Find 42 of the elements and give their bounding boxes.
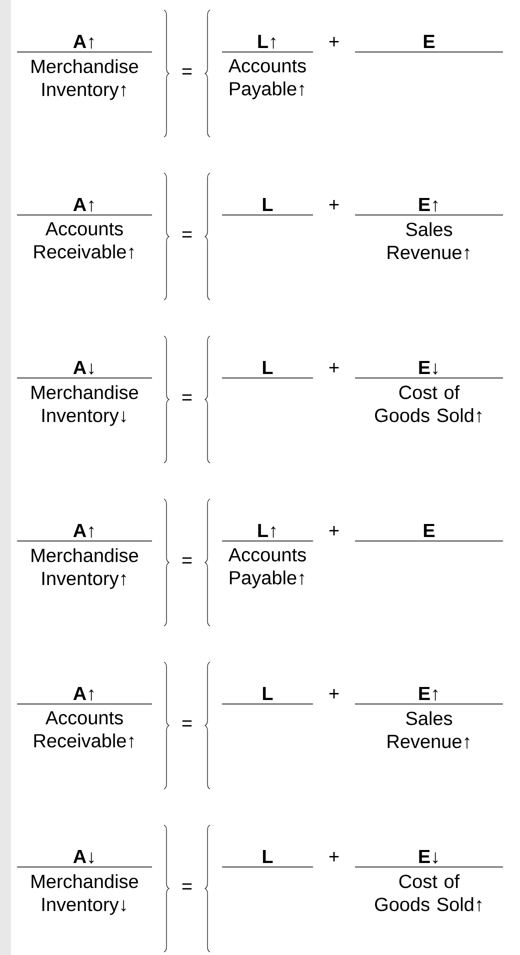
account-name: Sales Revenue↑ [388,222,470,260]
account-heading: A↑ [73,686,94,701]
account-name: Accounts Payable↑ [228,59,306,100]
plus-sign: + [329,363,339,372]
account-heading: L [262,198,273,211]
equals-sign: = [182,720,192,726]
plus-sign: + [329,37,339,46]
account-heading: E↑ [419,198,438,212]
account-heading: E [424,34,435,48]
account-heading: A↑ [73,198,94,212]
account-name: Cost of Goods Sold↑ [375,874,482,912]
account-heading: L [262,686,273,700]
equals-sign: = [182,557,192,564]
account-name: Merchandise Inventory↓ [32,385,138,426]
account-heading: E [424,524,435,537]
account-heading: A↑ [73,524,94,538]
account-name: Cost of Goods Sold↑ [375,385,482,423]
account-heading: L [262,360,273,374]
account-heading: E↑ [419,686,438,701]
equals-sign: = [182,394,192,400]
plus-sign: + [329,689,339,698]
account-name: Merchandise Inventory↑ [32,548,138,589]
plus-sign: + [329,200,339,210]
plus-sign: + [329,852,339,862]
account-heading: A↓ [73,850,94,864]
equals-sign: = [182,231,192,238]
account-heading: A↑ [73,34,94,49]
account-heading: A↓ [73,360,94,375]
equals-sign: = [182,883,192,890]
account-name: Accounts Payable↑ [228,548,306,588]
account-name: Accounts Receivable↑ [34,711,134,748]
account-heading: L↑ [258,34,276,49]
account-name: Merchandise Inventory↓ [32,874,138,915]
account-heading: E↓ [419,360,438,375]
equals-sign: = [182,68,192,74]
account-heading: L [262,850,273,863]
account-name: Merchandise Inventory↑ [32,59,138,100]
account-heading: L↑ [258,524,276,538]
account-name: Sales Revenue↑ [388,711,470,749]
account-heading: E↓ [419,850,438,864]
plus-sign: + [329,526,339,536]
account-name: Accounts Receivable↑ [34,222,134,259]
